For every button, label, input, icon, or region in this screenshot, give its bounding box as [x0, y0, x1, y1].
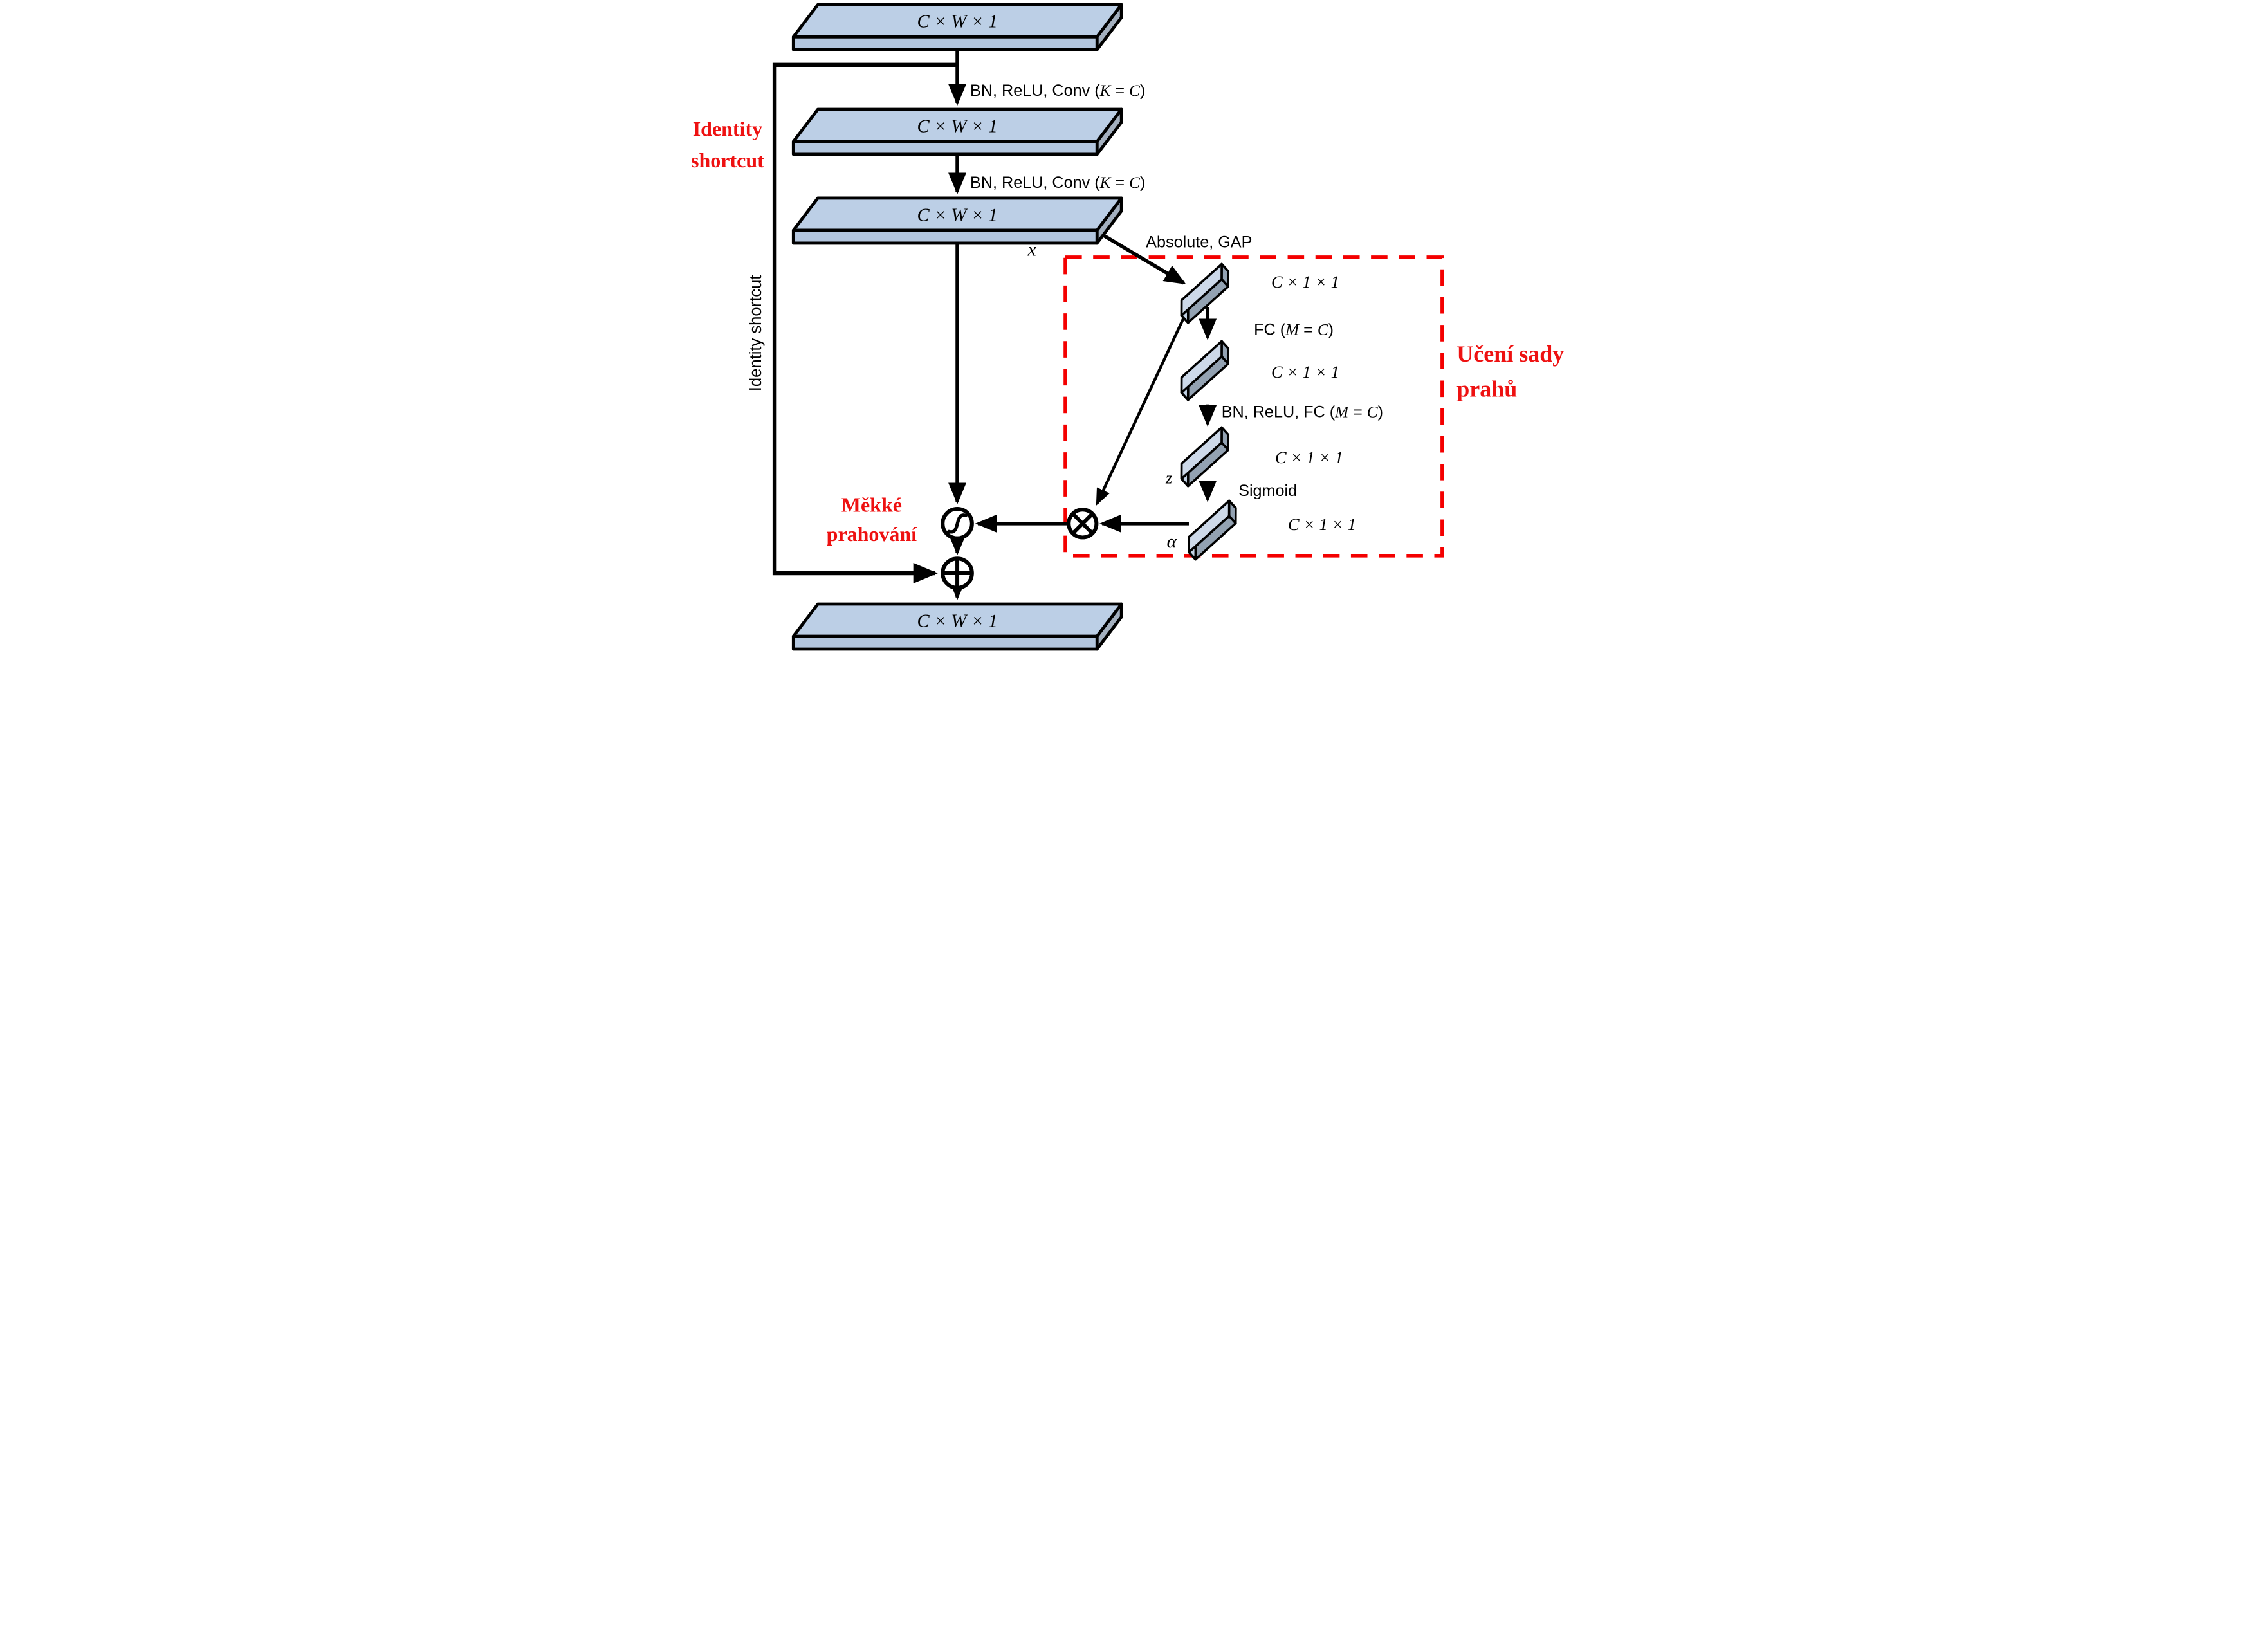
var-x: x — [1027, 240, 1036, 261]
fc-label: FC (M = C) — [1254, 321, 1334, 339]
vector-gap — [1180, 262, 1229, 324]
identity-shortcut-annotation: Identity shortcut — [691, 117, 764, 172]
identity-shortcut-path — [772, 62, 957, 584]
slab-after-conv2-face — [791, 196, 1123, 232]
var-z: z — [1165, 468, 1172, 487]
soft-threshold-operator — [940, 507, 974, 540]
identity-shortcut-line2: shortcut — [691, 149, 764, 172]
identity-shortcut-vertical-label: Identity shortcut — [746, 275, 764, 392]
multiply-x-icon2 — [1072, 513, 1093, 534]
slab-after-conv2: C × W × 1 — [791, 196, 1123, 245]
vector-z-label: C × 1 × 1 — [1274, 448, 1343, 467]
vector-z — [1180, 426, 1229, 488]
sigmoid-label: Sigmoid — [1238, 482, 1297, 500]
soft-thresholding-annotation: Měkké prahování — [826, 493, 917, 546]
rsbu-diagram: C × W × 1 C × W × 1 C × W × 1 C × W × 1 — [691, 3, 1564, 651]
threshold-learning-annotation: Učení sady prahů — [1456, 341, 1564, 402]
slab-output-label: C × W × 1 — [917, 610, 997, 631]
threshold-learning-line1: Učení sady — [1456, 341, 1564, 367]
vector-alpha-face — [1187, 499, 1230, 554]
slab-output-face — [791, 602, 1123, 638]
bn-relu-fc-label: BN, ReLU, FC (M = C) — [1221, 403, 1383, 421]
slab-input-front — [791, 35, 1099, 51]
soft-thresholding-line2: prahování — [826, 522, 917, 546]
slab-after-conv1-face — [791, 107, 1123, 143]
conv2-label: BN, ReLU, Conv (K = C) — [970, 174, 1145, 192]
vector-fc1 — [1180, 340, 1229, 401]
slab-output: C × W × 1 — [791, 602, 1123, 651]
vector-gap-label: C × 1 × 1 — [1271, 272, 1339, 291]
slab-after-conv2-label: C × W × 1 — [917, 205, 997, 225]
slab-input-face — [791, 3, 1123, 39]
vector-alpha-label: C × 1 × 1 — [1287, 515, 1355, 534]
edge-absolute-gap — [1100, 232, 1186, 285]
edge-gap-to-multiply — [1095, 317, 1185, 506]
identity-shortcut-line1: Identity — [692, 117, 762, 140]
slab-input: C × W × 1 — [791, 3, 1123, 51]
soft-threshold-curve-icon — [946, 513, 968, 534]
multiply-operator — [1066, 508, 1098, 540]
vector-alpha — [1187, 499, 1237, 561]
soft-thresholding-line1: Měkké — [841, 493, 901, 517]
var-alpha: α — [1166, 531, 1177, 552]
rsbu-diagram-page: C × W × 1 C × W × 1 C × W × 1 C × W × 1 — [672, 0, 1570, 661]
slab-after-conv1-front — [791, 140, 1099, 156]
slab-input-label: C × W × 1 — [917, 12, 997, 32]
vector-z-face — [1180, 426, 1223, 481]
threshold-learning-dashed-box — [1063, 255, 1444, 558]
slab-after-conv2-front — [791, 228, 1099, 245]
absolute-gap-label: Absolute, GAP — [1146, 234, 1252, 252]
vector-fc1-label: C × 1 × 1 — [1271, 362, 1339, 381]
vector-gap-face — [1180, 262, 1223, 317]
slab-after-conv1: C × W × 1 — [791, 107, 1123, 156]
slab-output-front — [791, 634, 1099, 651]
add-operator — [940, 556, 974, 590]
vector-fc1-face — [1180, 340, 1223, 394]
slab-after-conv1-label: C × W × 1 — [917, 116, 997, 136]
threshold-learning-line2: prahů — [1456, 376, 1517, 402]
conv1-label: BN, ReLU, Conv (K = C) — [970, 82, 1145, 100]
